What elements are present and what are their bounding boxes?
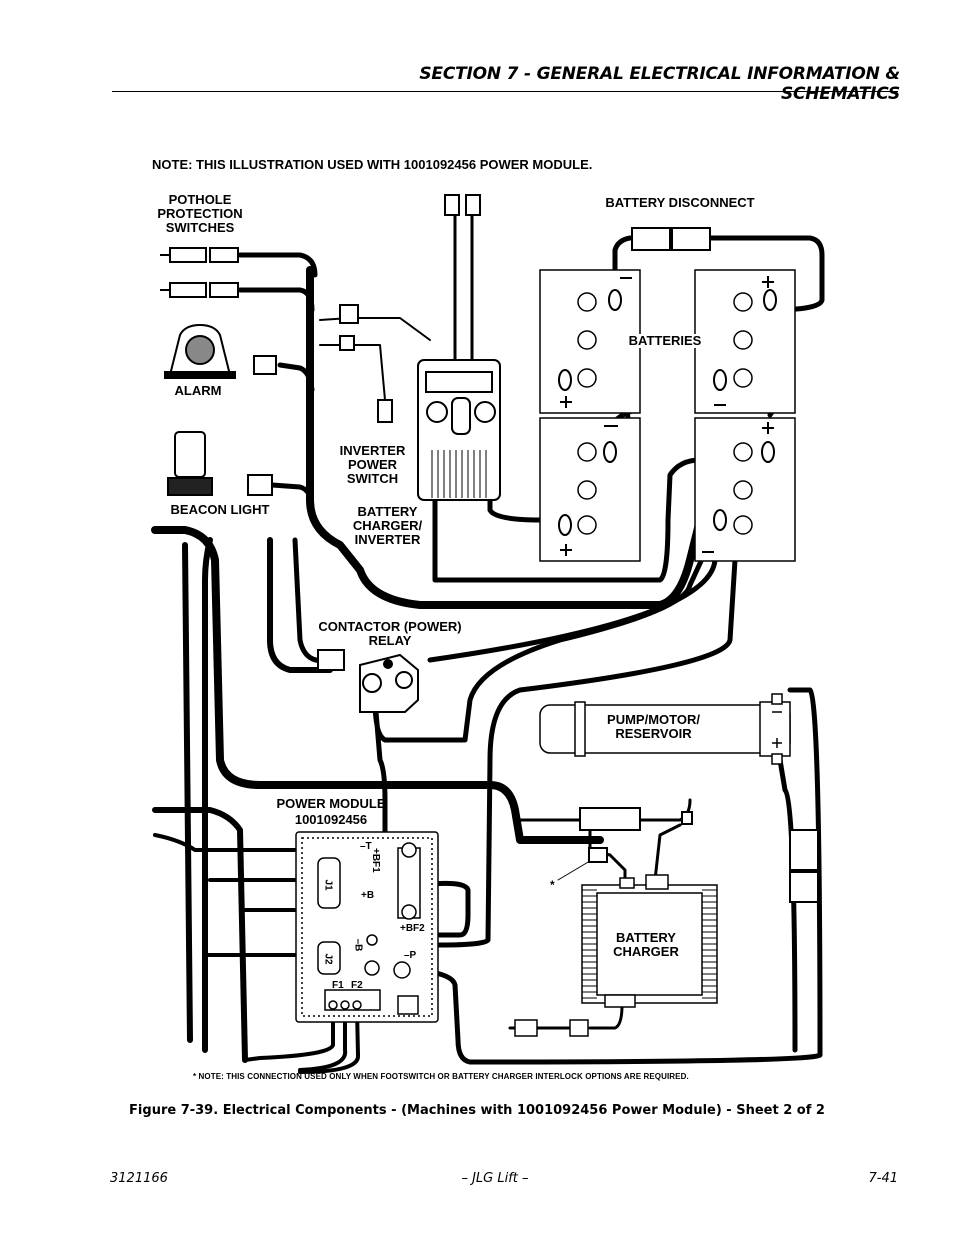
connector-j1: J1 xyxy=(322,879,334,891)
inverter-power-switch xyxy=(339,194,481,423)
module-bottom-wire-1 xyxy=(243,1008,335,1062)
pump-motor-label: PUMP/MOTOR/ RESERVOIR xyxy=(607,712,700,741)
disconnect-cable-r xyxy=(707,235,825,313)
battery-charger-label: BATTERY CHARGER xyxy=(613,930,679,959)
beacon-wire xyxy=(269,482,315,513)
beacon-light xyxy=(167,431,273,496)
section-header: SECTION 7 - GENERAL ELECTRICAL INFORMATI… xyxy=(419,64,900,104)
inverter-switch-wire-2 xyxy=(319,344,386,401)
power-module-label: POWER MODULE xyxy=(276,796,386,811)
harness-bundle-4 xyxy=(182,542,193,1043)
charger-leads xyxy=(453,213,474,362)
harness-bundle-2 xyxy=(267,537,333,673)
harness-trunk xyxy=(306,266,704,609)
inverter-power-switch-label: INVERTER POWER SWITCH xyxy=(339,443,406,486)
asterisk-marker: * xyxy=(550,878,555,892)
battery-disconnect-label: BATTERY DISCONNECT xyxy=(605,195,755,210)
terminal-f1: F1 xyxy=(332,980,344,991)
contactor-to-module xyxy=(372,697,388,843)
page-number: 7-41 xyxy=(868,1171,898,1186)
charger-interlock-3 xyxy=(653,823,682,882)
connector-j2: J2 xyxy=(322,953,334,965)
disconnect-cable-l xyxy=(612,235,633,298)
main-neg-to-module xyxy=(407,880,471,938)
battery-disconnect xyxy=(631,227,711,251)
harness-left-bundle xyxy=(151,526,604,844)
alarm xyxy=(164,323,277,379)
battery-charger-inverter-label: BATTERY CHARGER/ INVERTER xyxy=(352,504,423,547)
connection-footnote: * NOTE: THIS CONNECTION USED ONLY WHEN F… xyxy=(193,1072,689,1081)
pothole-switch-1 xyxy=(160,247,239,263)
battery-neg-bundle-2 xyxy=(417,517,738,948)
battery-charger-inverter xyxy=(417,359,501,501)
figure-caption: Figure 7-39. Electrical Components - (Ma… xyxy=(129,1103,825,1118)
alarm-label: ALARM xyxy=(174,383,222,398)
wire-to-j1 xyxy=(153,833,362,852)
doc-number: 3121166 xyxy=(110,1171,168,1186)
terminal-f2: F2 xyxy=(351,980,363,991)
terminal-minus-b: –B xyxy=(352,938,364,952)
power-module xyxy=(295,831,439,1023)
motor-cable-pos xyxy=(777,757,798,1053)
illustration-note: NOTE: THIS ILLUSTRATION USED WITH 100109… xyxy=(152,157,593,172)
terminal-plus-bf2: +BF2 xyxy=(400,923,425,934)
power-module-part-number: 1001092456 xyxy=(294,812,368,827)
pothole-switch-2 xyxy=(160,282,239,298)
contactor-relay xyxy=(317,649,419,713)
harness-bundle-5 xyxy=(202,537,213,1053)
pothole-label: POTHOLE PROTECTION SWITCHES xyxy=(157,192,243,235)
beacon-light-label: BEACON LIGHT xyxy=(170,502,270,517)
footer-center: – JLG Lift – xyxy=(461,1171,529,1186)
charger-interlock-2 xyxy=(588,813,627,887)
terminal-minus-t: –T xyxy=(360,841,372,852)
terminal-plus-bf1: +BF1 xyxy=(370,848,381,873)
harness-to-j xyxy=(152,807,248,1063)
pothole-wire-2 xyxy=(237,287,315,313)
terminal-plus-b: +B xyxy=(361,890,375,901)
inverter-switch-wire xyxy=(319,317,431,341)
in-line-connector xyxy=(579,807,819,903)
batteries xyxy=(539,269,796,562)
contactor-label: CONTACTOR (POWER) RELAY xyxy=(318,619,462,648)
batteries-label: BATTERIES xyxy=(615,334,715,348)
pothole-wire-1 xyxy=(237,252,318,278)
module-bottom-wire-2 xyxy=(298,1008,348,1072)
charger-out-1 xyxy=(432,422,743,583)
terminal-minus-p: –P xyxy=(404,950,417,961)
battery-charger xyxy=(514,874,718,1037)
motor-cable-neg xyxy=(407,687,823,1065)
pump-motor-reservoir xyxy=(539,693,791,765)
module-bottom-wire-3 xyxy=(298,1008,360,1074)
alarm-wire xyxy=(277,362,315,393)
header-rule xyxy=(112,91,898,92)
